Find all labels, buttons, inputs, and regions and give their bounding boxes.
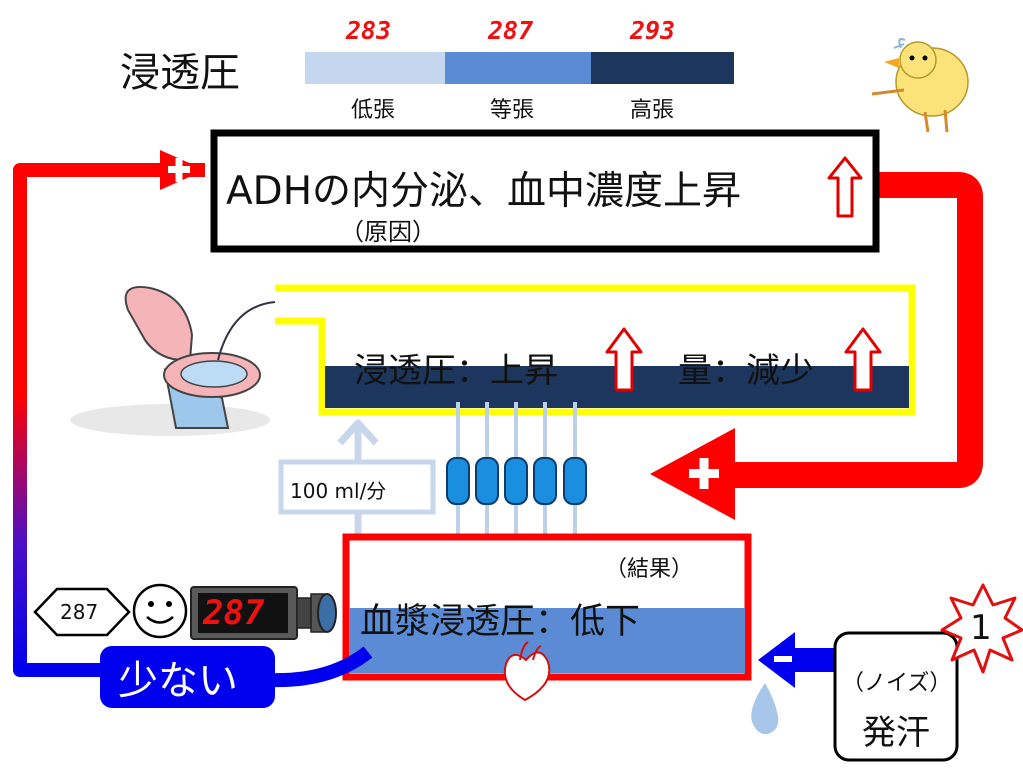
scale-value-hypotonic: 283 [346,16,392,45]
page-title: 浸透圧 [120,50,240,96]
plasma-text: 血漿浸透圧：低下 [360,602,641,642]
scale-value-hypertonic: 293 [630,16,676,45]
adh-text: ADHの内分泌、血中濃度上昇 [226,169,742,214]
scale-label-isotonic: 等張 [490,98,535,123]
sweat-drop-icon [751,683,779,735]
low-label: 少ない [118,658,238,704]
scale-label-hypertonic: 高張 [630,98,675,123]
setpoint-value: 287 [60,600,99,624]
burst-badge-icon [940,583,1023,674]
scale-value-isotonic: 287 [488,16,534,45]
plus-arrow-icon [650,428,735,520]
flow-label: 100 ml/分 [290,479,387,503]
smiley-face-icon [132,583,188,639]
chick-icon [871,38,969,133]
adh-subtext: （原因） [340,218,436,246]
sensor-camera-icon [190,586,337,640]
scale-segment-hypertonic [591,52,734,84]
low-connector [269,646,373,688]
badge-number: 1 [970,608,992,648]
plus-arrow-icon [160,150,205,190]
up-arrow-icon [827,156,863,218]
right-feedback-line [735,172,983,488]
left-feedback-line [13,163,205,677]
flow-label-box [278,459,436,515]
minus-arrow-icon [758,632,834,688]
scale-segment-isotonic [445,52,591,84]
adh-box [210,129,880,253]
up-arrow-icon [605,327,643,392]
noise-box [833,631,959,762]
noise-note: （ノイズ） [842,671,952,696]
up-arrow-icon [844,327,882,392]
toilet-icon [70,286,276,436]
collecting-duct-outline [275,284,916,416]
plasma-result-label: （結果） [605,557,694,582]
low-pill [100,646,275,708]
noise-text: 発汗 [862,713,930,753]
osmolarity-scale [305,52,734,84]
aquaporin-capsule-icon [446,457,587,505]
scale-segment-hypotonic [305,52,445,84]
heart-icon [503,641,551,702]
scale-label-hypotonic: 低張 [351,98,396,123]
urine-volume-text: 量：減少 [678,351,814,391]
setpoint-diamond [33,587,131,637]
urine-osm-text: 浸透圧：上昇 [354,351,558,391]
sensor-display-value: 287 [203,593,265,633]
